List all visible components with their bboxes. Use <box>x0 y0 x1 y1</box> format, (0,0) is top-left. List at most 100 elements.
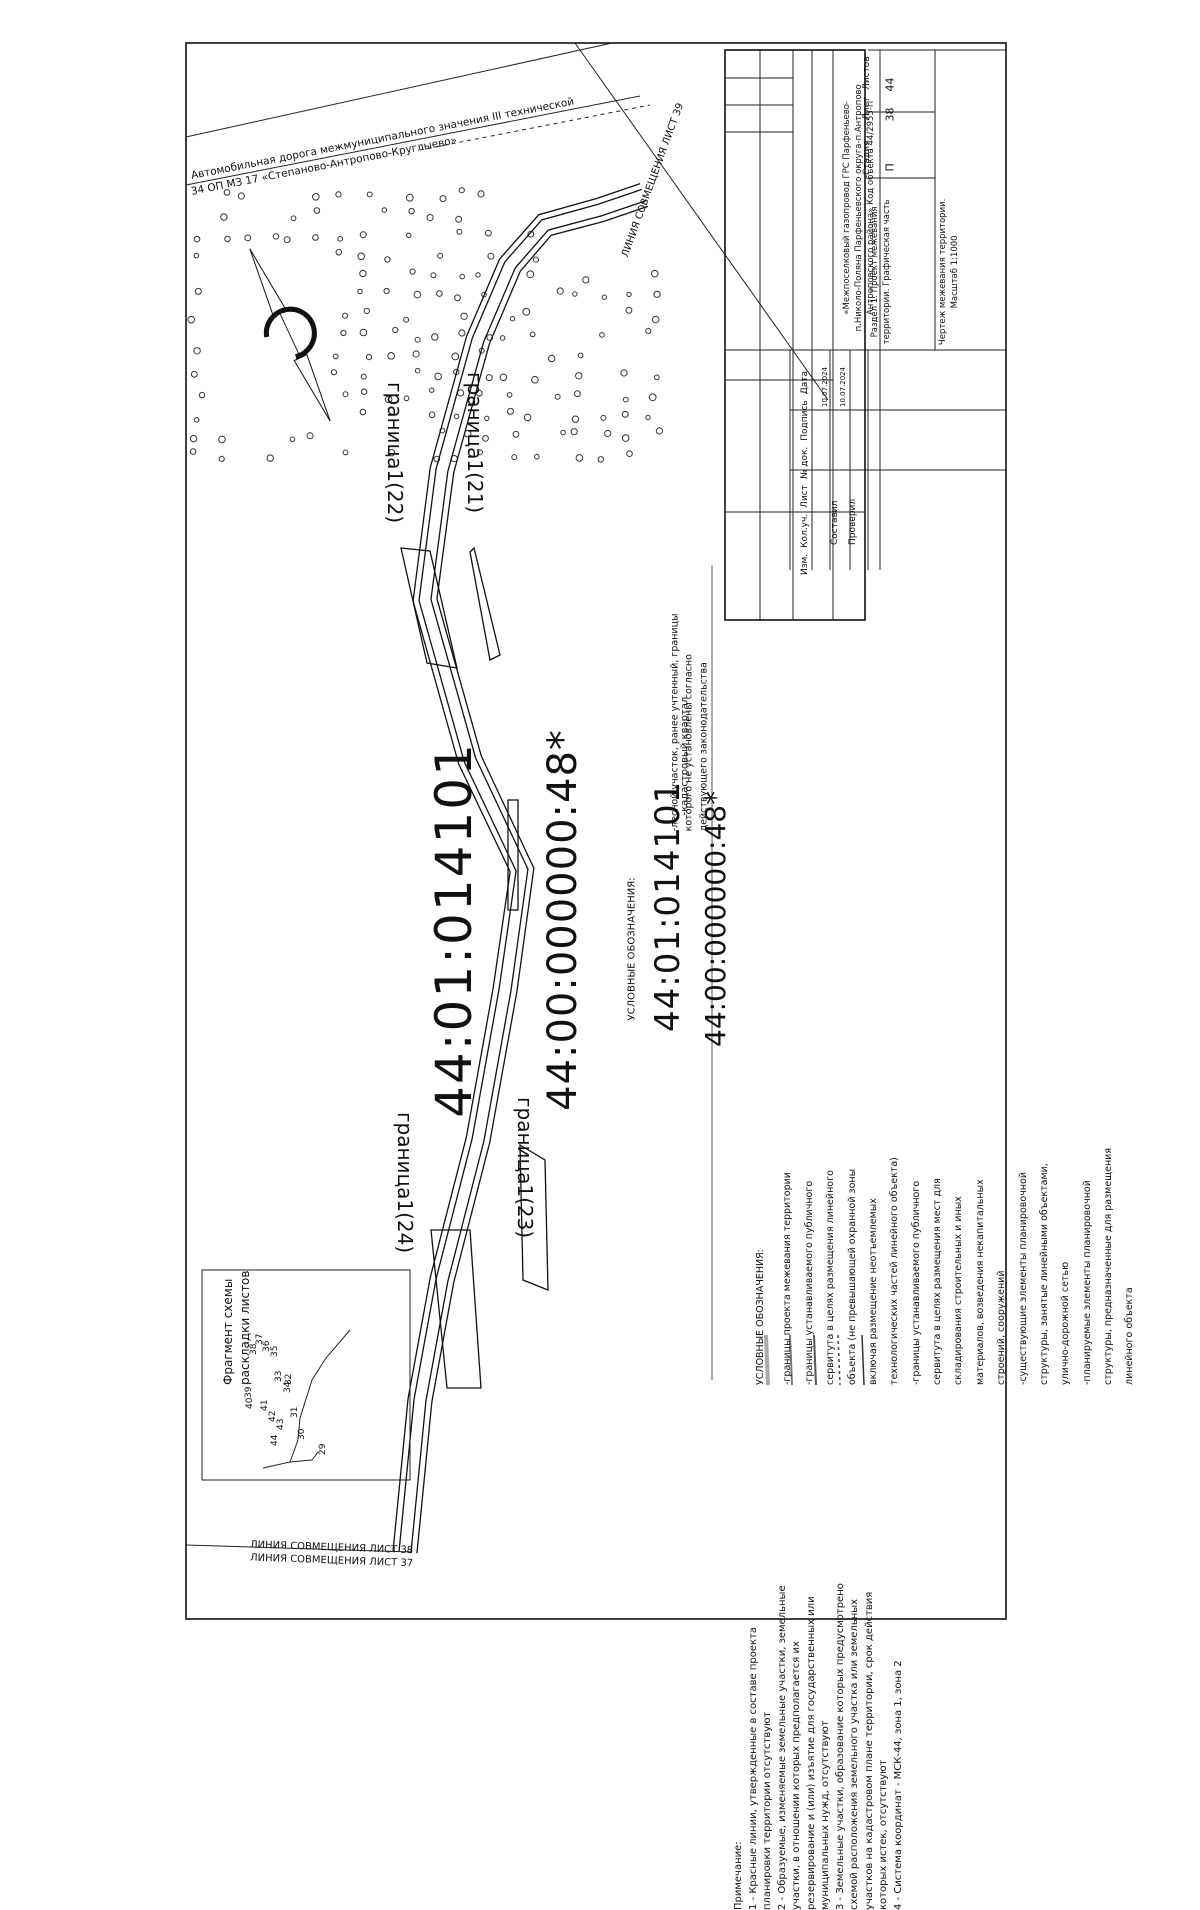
road-edge-3 <box>419 104 651 151</box>
note-2: 2 - Образуемые, изменяемые земельные уча… <box>776 1585 832 1910</box>
forest-area <box>187 187 664 463</box>
tree-symbol <box>384 256 391 263</box>
legend-swatch-servitude-temp <box>813 1334 817 1386</box>
header-list: Лист <box>800 485 810 508</box>
match-line-top <box>574 42 829 401</box>
tree-symbol <box>312 234 319 241</box>
title-header-row: Изм. Кол.уч. Лист № док. Подпись Дата <box>800 345 810 575</box>
tree-symbol <box>272 233 280 240</box>
match-line-bottom <box>185 1544 413 1553</box>
legend-item-4: -существующие элементы планировочной стр… <box>1017 1163 1072 1385</box>
tree-symbol <box>223 189 231 196</box>
header-date: Дата <box>800 370 810 395</box>
tree-symbol <box>577 352 584 359</box>
border-label-23: граница1(23) <box>513 1097 537 1239</box>
tree-symbol <box>451 352 460 361</box>
note-4: 4 - Система координат - МСК-44, зона 1, … <box>892 1660 904 1910</box>
servitude-area-upper-left <box>400 547 458 669</box>
legend-title-2: УСЛОВНЫЕ ОБОЗНАЧЕНИЯ: <box>626 877 638 1021</box>
title-row-checker: Проверил <box>848 498 858 545</box>
notes-block: Примечание: 1 - Красные линии, утвержден… <box>732 1580 904 1910</box>
tree-symbol <box>626 450 633 458</box>
fragment-sheet-number: 41 <box>260 1399 270 1411</box>
tree-symbol <box>651 269 659 278</box>
tree-symbol <box>653 374 660 381</box>
legend-item-2: -границы устанавливаемого публичного сер… <box>803 1157 901 1385</box>
corridor-line-4 <box>392 183 641 1551</box>
tree-symbol <box>359 231 367 239</box>
tree-symbol <box>571 415 580 423</box>
tree-symbol <box>428 411 436 419</box>
tree-symbol <box>531 375 539 384</box>
fragment-sheet-number: 34 <box>283 1381 293 1393</box>
tree-symbol <box>289 436 296 443</box>
tree-symbol <box>332 353 339 360</box>
tree-symbol <box>266 454 274 462</box>
tree-symbol <box>193 417 200 423</box>
tree-symbol <box>526 270 535 279</box>
tree-symbol <box>413 290 422 299</box>
tree-symbol <box>527 230 535 238</box>
tree-symbol <box>190 370 198 378</box>
tree-symbol <box>220 213 228 221</box>
tree-symbol <box>554 393 561 400</box>
fragment-title-1: Фрагмент схемы <box>221 1278 235 1385</box>
corridor-line-2 <box>410 200 647 1553</box>
tree-symbol <box>244 234 252 242</box>
tree-symbol <box>560 429 566 436</box>
tree-symbol <box>621 434 630 442</box>
tree-symbol <box>556 287 564 295</box>
tree-symbol <box>193 235 201 243</box>
tree-symbol <box>412 350 420 358</box>
legend-title: УСЛОВНЫЕ ОБОЗНАЧЕНИЯ: <box>755 1249 766 1385</box>
tree-symbol <box>357 288 363 295</box>
tree-symbol <box>387 449 396 457</box>
tree-symbol <box>534 453 540 460</box>
tree-symbol <box>529 331 536 338</box>
tree-symbol <box>335 249 343 256</box>
corridor-line-3 <box>398 188 643 1552</box>
survey-sheet: 44:01:014101 44:00:000000:48* граница1(2… <box>185 42 1135 1910</box>
tree-symbol <box>366 191 373 198</box>
survey-drawing <box>185 42 1007 1620</box>
tree-symbol <box>340 329 347 337</box>
tree-symbol <box>597 456 604 463</box>
tree-symbol <box>460 312 468 320</box>
title-drawing-name: Чертеж межевания территории. Масштаб 1:1… <box>938 198 960 346</box>
border-label-21: граница1(21) <box>463 372 487 514</box>
tree-symbol <box>482 435 489 442</box>
header-sign: Подпись <box>800 400 810 441</box>
title-stage-value: П <box>883 163 897 172</box>
corridor-line-1 <box>416 205 649 1554</box>
fragment-sheet-number: 33 <box>274 1370 284 1382</box>
tree-symbol <box>434 372 442 381</box>
tree-symbol <box>575 372 583 380</box>
tree-symbol <box>409 268 416 275</box>
tree-symbol <box>437 252 444 259</box>
tree-symbol <box>360 373 367 380</box>
note-3: 3 - Земельные участки, образование котор… <box>834 1583 890 1910</box>
tree-symbol <box>290 215 297 222</box>
tree-symbol <box>383 287 390 295</box>
tree-symbol <box>487 252 495 260</box>
tree-symbol <box>429 387 435 393</box>
tree-symbol <box>475 389 483 397</box>
tree-symbol <box>342 449 349 456</box>
tree-symbol <box>512 430 520 438</box>
fragment-sheet-number: 31 <box>290 1406 300 1418</box>
tree-symbol <box>433 455 441 463</box>
legend-swatch-project-border <box>764 1334 770 1386</box>
legend-swatch-planned-elements <box>861 1334 865 1386</box>
tree-symbol <box>337 236 344 242</box>
tree-symbol <box>523 413 532 422</box>
tree-symbol <box>485 229 492 237</box>
tree-symbol <box>625 306 633 314</box>
tree-symbol <box>454 294 461 302</box>
tree-symbol <box>477 449 483 456</box>
border-label-22: граница1(22) <box>383 382 407 524</box>
tree-symbol <box>361 388 368 395</box>
tree-symbol <box>381 207 388 213</box>
tree-symbol <box>572 291 578 297</box>
title-row-author: Составил <box>830 500 840 545</box>
tree-symbol <box>645 414 651 421</box>
